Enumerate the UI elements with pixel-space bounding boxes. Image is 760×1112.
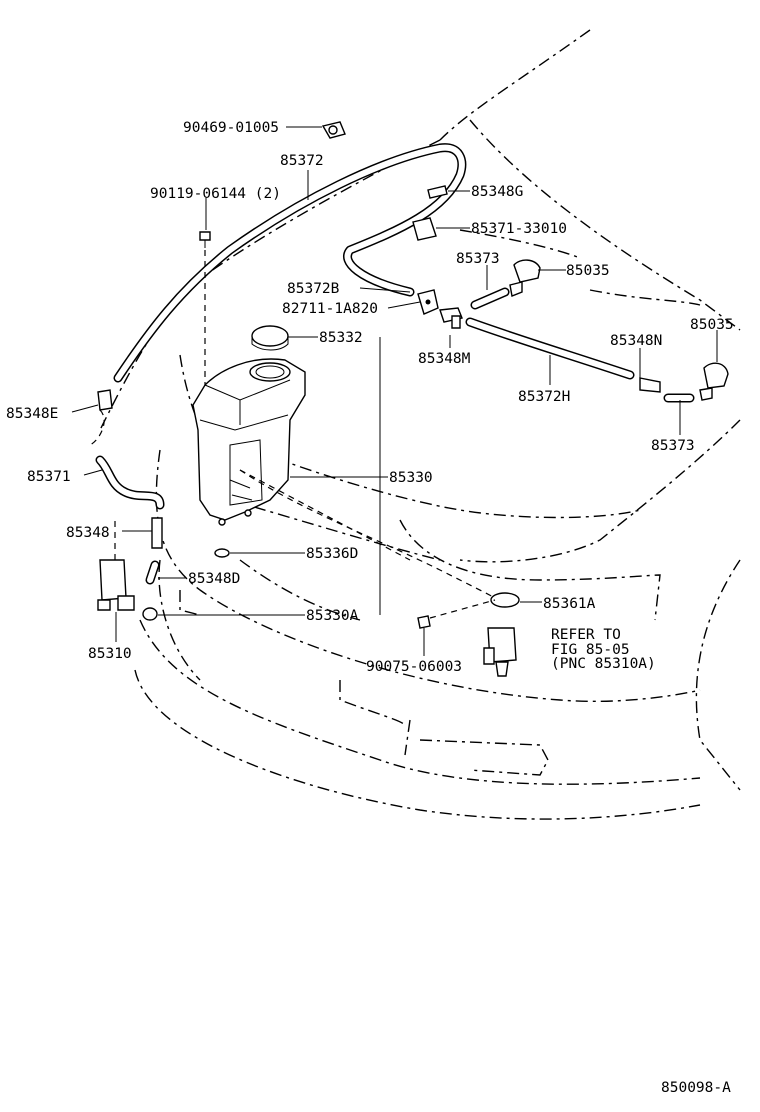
label-85330: 85330	[389, 470, 433, 486]
label-85348N: 85348N	[610, 333, 662, 349]
label-85348D: 85348D	[188, 571, 240, 587]
label-85348E: 85348E	[6, 406, 58, 422]
label-85035-a: 85035	[566, 263, 610, 279]
hose-85373-top	[470, 287, 510, 310]
label-90469-01005: 90469-01005	[183, 120, 279, 136]
headlamp-cleaner-pump	[483, 627, 517, 677]
washer-tank-85330	[192, 358, 306, 526]
clip-90469	[321, 121, 346, 139]
grommet-85336D	[214, 548, 230, 558]
joint-85348M	[439, 307, 463, 329]
joint-85348G	[427, 185, 448, 199]
part-labels: 90469-01005 85372 90119-06144 (2) 85348G…	[6, 120, 734, 1096]
hose-85372	[113, 143, 467, 383]
label-85371: 85371	[27, 469, 71, 485]
label-85035-b: 85035	[690, 317, 734, 333]
diagram-code: 850098-A	[661, 1080, 731, 1096]
label-82711-1A820: 82711-1A820	[282, 301, 378, 317]
hose-85371	[95, 455, 165, 510]
label-refer-to: REFER TO	[551, 627, 621, 643]
label-85348M: 85348M	[418, 351, 471, 367]
label-85332: 85332	[319, 330, 363, 346]
label-90119-06144: 90119-06144 (2)	[150, 186, 281, 202]
label-85372: 85372	[280, 153, 324, 169]
body-outline	[99, 29, 741, 820]
label-85361A: 85361A	[543, 596, 596, 612]
clamp-85371-33010	[412, 217, 437, 241]
label-85373-top: 85373	[456, 251, 500, 267]
label-85330A: 85330A	[306, 608, 359, 624]
clamp-85361A	[490, 592, 520, 608]
joint-85348	[151, 517, 163, 549]
grommet-85330A	[142, 607, 158, 621]
leader-lines	[71, 126, 718, 656]
nozzle-85035-b	[699, 362, 729, 401]
label-85310: 85310	[88, 646, 132, 662]
label-85336D: 85336D	[306, 546, 358, 562]
cap-85332	[251, 325, 289, 351]
label-85348: 85348	[66, 525, 110, 541]
label-refer-pnc: (PNC 85310A)	[551, 656, 656, 672]
screw-90075	[417, 615, 431, 629]
bolt-90119	[199, 231, 211, 248]
label-refer-fig: FIG 85-05	[551, 642, 630, 658]
label-85372H: 85372H	[518, 389, 570, 405]
joint-85348E	[97, 389, 113, 411]
label-85373-bottom: 85373	[651, 438, 695, 454]
hose-85348D	[145, 560, 160, 585]
joint-85348N	[639, 377, 661, 393]
label-85372B: 85372B	[287, 281, 340, 297]
label-90075-06003: 90075-06003	[366, 659, 462, 675]
pump-85310	[97, 559, 135, 611]
nozzle-85035-a	[509, 259, 541, 297]
label-85348G: 85348G	[471, 184, 523, 200]
label-85371-33010: 85371-33010	[471, 221, 567, 237]
valve-82711	[417, 289, 439, 315]
hose-85372H	[465, 317, 635, 380]
